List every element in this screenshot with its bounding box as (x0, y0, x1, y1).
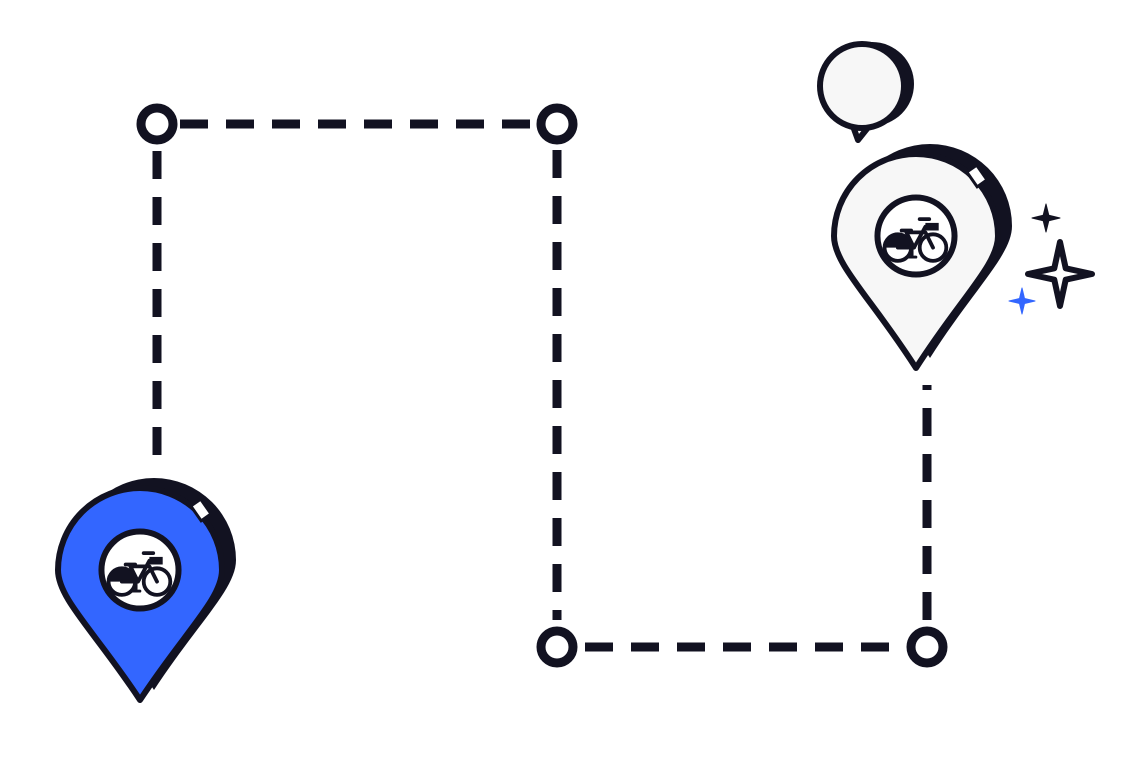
sparkle-small-dark-icon (1031, 203, 1061, 233)
pin-highlight (964, 163, 990, 189)
sparkle-small-blue-icon (1008, 287, 1036, 315)
pin-highlight (188, 497, 214, 523)
destination-pin (831, 144, 1012, 371)
route-waypoints (136, 103, 948, 668)
speech-bubble-icon (817, 41, 914, 143)
bubble-body (817, 41, 907, 131)
waypoint-3 (536, 626, 578, 668)
route-path (152, 119, 932, 652)
decorations (817, 41, 1095, 315)
sparkle-large-outline-icon (1025, 239, 1095, 309)
waypoint-1 (136, 103, 178, 145)
waypoint-2 (536, 103, 578, 145)
pin-icon-disc (98, 528, 182, 612)
waypoint-4 (906, 626, 948, 668)
start-pin (55, 478, 236, 703)
pin-icon-disc (874, 194, 958, 278)
map-pins (55, 144, 1012, 703)
